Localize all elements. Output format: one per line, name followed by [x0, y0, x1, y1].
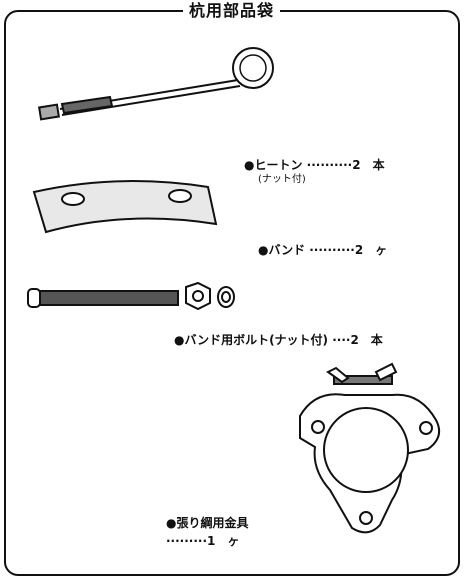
- band-illustration: [32, 180, 218, 234]
- item-label-band-bolt: ●バンド用ボルト(ナット付) ····2 本: [174, 333, 383, 347]
- item-label-band: ●バンド ··········2 ヶ: [258, 243, 388, 257]
- item-qty-guy-line-fitting: ·········1 ヶ: [166, 534, 240, 548]
- item-label-guy-line-fitting: ●張り綱用金具: [166, 516, 249, 530]
- band-bolt-illustration: [27, 281, 235, 311]
- item-label-eye-bolt: ●ヒートン ··········2 本: [244, 158, 385, 172]
- page-title: 杭用部品袋: [183, 0, 281, 22]
- item-note-eye-bolt: (ナット付): [258, 174, 306, 185]
- eye-bolt-illustration: [38, 47, 274, 121]
- guy-line-fitting-illustration: [299, 362, 441, 534]
